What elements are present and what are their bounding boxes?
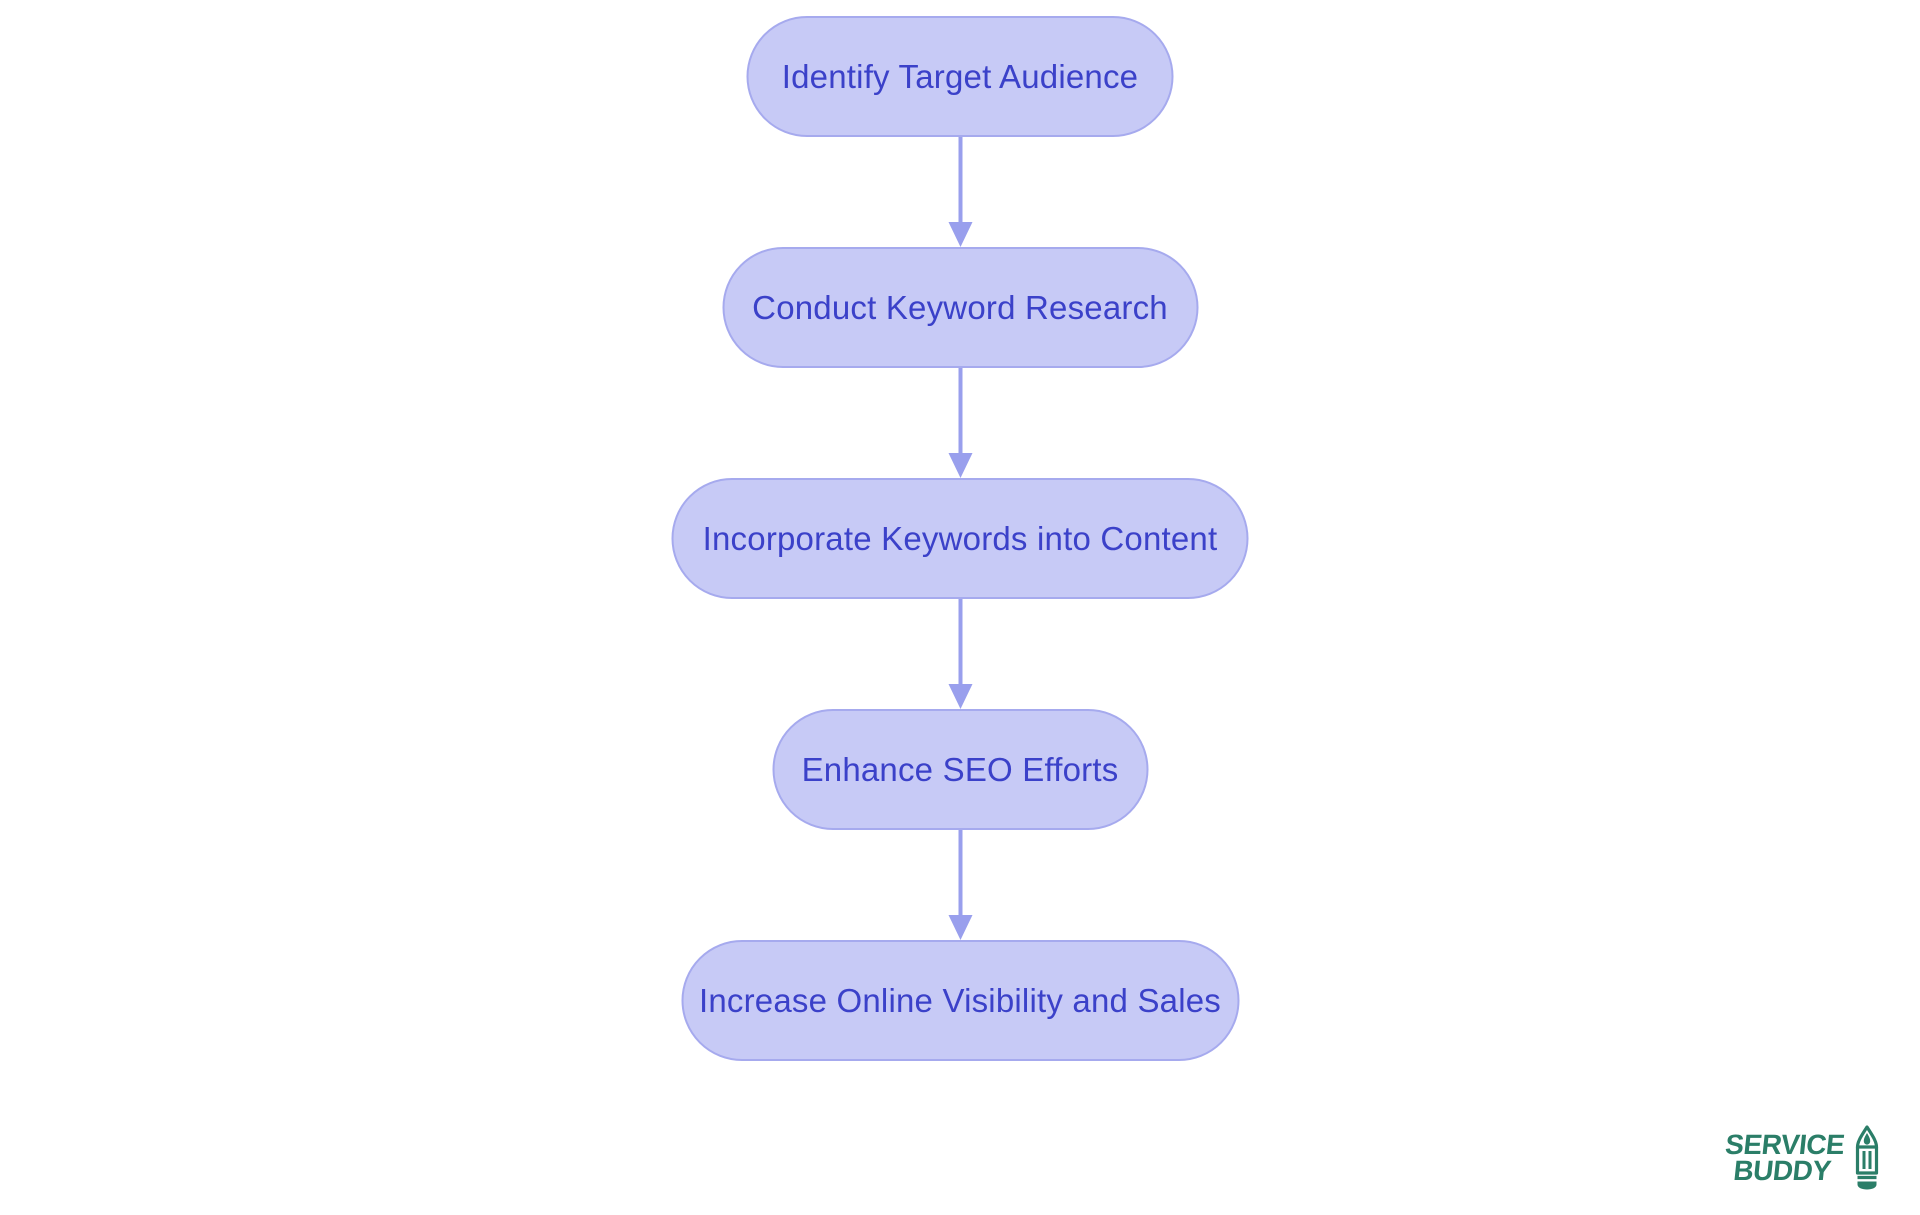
arrow-head-icon (948, 453, 972, 478)
flow-node-label: Increase Online Visibility and Sales (698, 981, 1222, 1019)
flow-node-incorporate-keywords-into-content: Incorporate Keywords into Content (671, 478, 1249, 599)
arrow-line (958, 830, 962, 915)
pencil-icon (1855, 1125, 1879, 1190)
arrow-line (958, 599, 962, 684)
flow-node-identify-target-audience: Identify Target Audience (746, 16, 1174, 137)
arrow-head-icon (948, 222, 972, 247)
flow-arrow-down (948, 830, 972, 940)
flowchart: Identify Target Audience Conduct Keyword… (671, 16, 1249, 1061)
logo-wordmark: SERVICE BUDDY (1721, 1129, 1846, 1186)
flow-node-conduct-keyword-research: Conduct Keyword Research (722, 247, 1198, 368)
flow-node-increase-online-visibility-and-sales: Increase Online Visibility and Sales (681, 940, 1239, 1061)
flow-arrow-down (948, 137, 972, 247)
flow-arrow-down (948, 368, 972, 478)
flow-node-label: Enhance SEO Efforts (801, 750, 1119, 788)
flow-node-enhance-seo-efforts: Enhance SEO Efforts (772, 709, 1148, 830)
arrow-line (958, 368, 962, 453)
logo-line-buddy: BUDDY (1732, 1155, 1833, 1186)
flow-node-label: Conduct Keyword Research (752, 288, 1168, 326)
arrow-head-icon (948, 684, 972, 709)
arrow-line (958, 137, 962, 222)
service-buddy-logo: SERVICE BUDDY (1724, 1125, 1882, 1191)
arrow-head-icon (948, 915, 972, 940)
flow-node-label: Incorporate Keywords into Content (702, 519, 1218, 557)
flow-node-label: Identify Target Audience (781, 57, 1139, 95)
flow-arrow-down (948, 599, 972, 709)
